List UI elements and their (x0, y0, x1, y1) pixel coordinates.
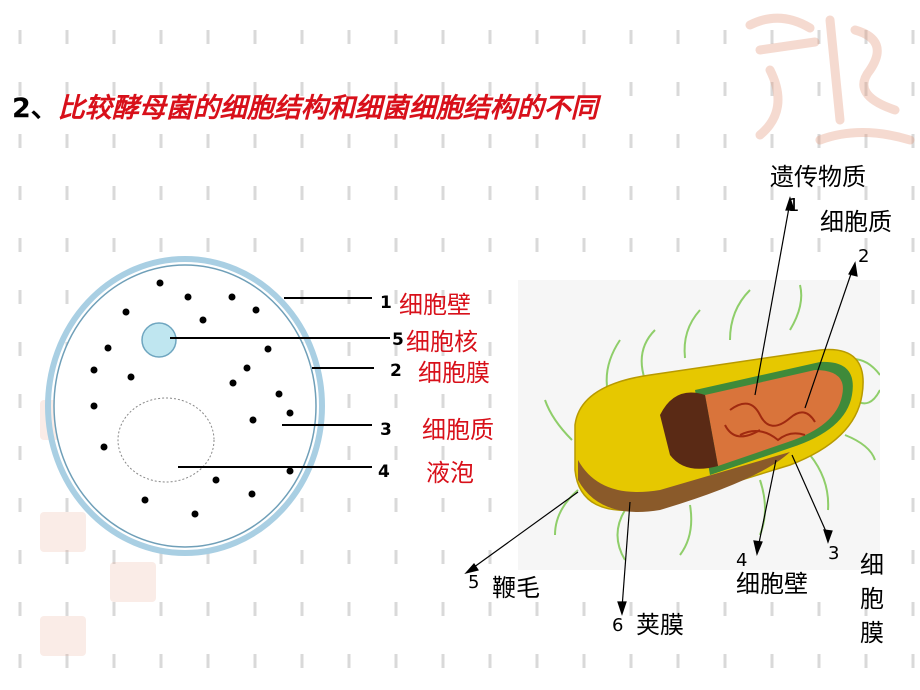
yeast-leader-lines (170, 297, 390, 468)
bacterium-underside (578, 452, 790, 512)
bacteria-label-cytoplasm: 细胞质 (820, 208, 892, 236)
yeast-cytoplasm-dots (90, 279, 294, 518)
calligraphy-decoration (745, 13, 915, 145)
yeast-cell-wall (45, 256, 325, 556)
bacteria-label-capsule: 荚膜 (636, 611, 684, 639)
bacteria-label-cell-membrane: 细胞膜 (860, 551, 884, 647)
yeast-label-cytoplasm: 细胞质 (422, 416, 494, 444)
bacteria-label-num-4: 4 (736, 550, 748, 571)
yeast-cell-membrane (53, 264, 317, 548)
bacteria-label-num-1: 1 (788, 195, 800, 216)
yeast-label-num-3: 3 (380, 420, 392, 440)
bacteria-label-genetic-material: 遗传物质 (770, 163, 866, 191)
bacteria-label-flagellum: 鞭毛 (492, 574, 540, 602)
bacteria-label-num-6: 6 (612, 615, 624, 636)
bacterium-genetic-material (724, 402, 816, 442)
bacterium-leader-lines (464, 196, 858, 616)
stamp-decoration (40, 512, 86, 552)
yeast-nucleus (141, 322, 177, 358)
bacterium-cytoplasm (705, 370, 843, 466)
yeast-label-num-1: 1 (380, 293, 392, 313)
yeast-label-nucleus: 细胞核 (406, 328, 478, 356)
bacteria-label-num-3: 3 (828, 543, 840, 564)
bacteria-label-num-5: 5 (468, 572, 480, 593)
bacterium-cutaway-opening (660, 392, 718, 469)
yeast-label-num-4: 4 (378, 462, 390, 482)
yeast-vacuole (117, 397, 215, 483)
title-text: 比较酵母菌的细胞结构和细菌细胞结构的不同 (57, 93, 598, 124)
yeast-label-num-2: 2 (390, 361, 402, 381)
stamp-decoration (40, 616, 86, 656)
bacteria-label-cell-wall: 细胞壁 (736, 570, 808, 598)
yeast-cell-diagram (45, 256, 390, 556)
stamp-decoration (110, 562, 156, 602)
yeast-label-num-5: 5 (392, 330, 404, 350)
page-title: 2、比较酵母菌的细胞结构和细菌细胞结构的不同 (12, 86, 598, 125)
bacteria-label-num-2: 2 (858, 246, 870, 267)
yeast-label-vacuole: 液泡 (426, 459, 474, 487)
bacterium-diagram (464, 196, 880, 616)
yeast-label-cell-membrane: 细胞膜 (418, 359, 490, 387)
yeast-label-cell-wall: 细胞壁 (399, 291, 471, 319)
title-number: 2、 (12, 93, 58, 124)
